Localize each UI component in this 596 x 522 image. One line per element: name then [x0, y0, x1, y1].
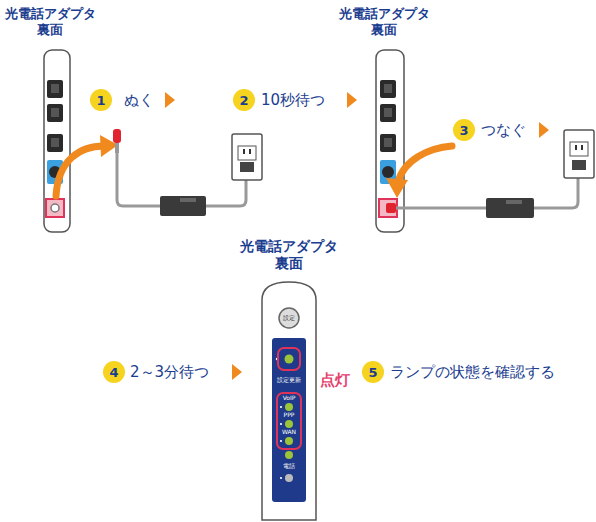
callout-number-text: 2	[239, 94, 248, 107]
step-text: つなぐ	[481, 121, 526, 140]
callout-number-text: 3	[459, 124, 468, 137]
callout-number-text: 1	[96, 94, 105, 107]
callout-number: 3	[453, 119, 475, 141]
adapter-rear-2	[376, 50, 404, 232]
step-text: ぬく	[124, 91, 154, 110]
lamp-label: 電話	[272, 463, 306, 469]
adapter-rear-1	[44, 50, 70, 232]
panel-title: 光電話アダプタ 裏面	[233, 238, 345, 272]
callout-number-text: 4	[109, 366, 118, 379]
button-label: 設定	[279, 315, 299, 321]
step-text: 10秒待つ	[261, 91, 325, 110]
lamp-label: PPP	[272, 412, 306, 418]
lamp-label: WAN	[272, 429, 306, 435]
callout-number: 5	[362, 361, 384, 383]
lamp-callout: 点灯	[320, 371, 350, 390]
panel-title: 光電話アダプタ 裏面	[2, 6, 98, 37]
lamp-label: VoIP	[272, 395, 306, 401]
panel-title: 光電話アダプタ 裏面	[336, 6, 432, 37]
callout-number: 2	[233, 89, 255, 111]
callout-number: 1	[90, 89, 112, 111]
callout-number: 4	[103, 361, 125, 383]
callout-number-text: 5	[368, 366, 377, 379]
adapter-front	[262, 282, 316, 520]
step-text: 2～3分待つ	[130, 363, 209, 382]
lamp-label: 設定更新	[272, 377, 306, 383]
step-text: ランプの状態を確認する	[390, 363, 555, 382]
